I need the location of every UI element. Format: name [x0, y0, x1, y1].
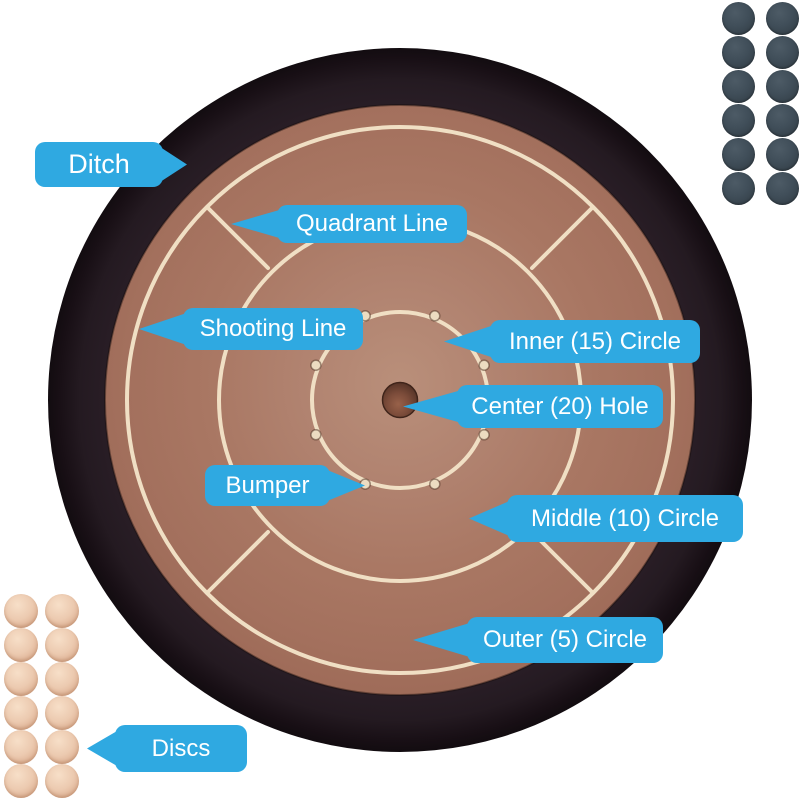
quadrant-lines [206, 206, 594, 594]
disc-dark [766, 104, 799, 137]
disc-dark [766, 2, 799, 35]
bumper-peg [429, 478, 441, 490]
disc-light [4, 628, 38, 662]
disc-light [45, 594, 79, 628]
quadrant-line [206, 206, 270, 270]
callout-ditch: Ditch [35, 142, 187, 187]
quadrant-line [530, 530, 594, 594]
disc-light [4, 696, 38, 730]
callout-quadrant-line: Quadrant Line [231, 205, 467, 243]
disc-light [4, 764, 38, 798]
shooting-line-circle [125, 125, 675, 675]
bumper-peg [359, 478, 371, 490]
disc-light [4, 594, 38, 628]
disc-dark [766, 70, 799, 103]
callout-label: Ditch [68, 149, 130, 179]
disc-dark [722, 172, 755, 205]
disc-dark [722, 36, 755, 69]
callout-bumper: Bumper [205, 465, 365, 506]
callout-inner-circle: Inner (15) Circle [444, 320, 700, 363]
disc-dark [722, 2, 755, 35]
dark-discs-group [722, 2, 799, 205]
disc-dark [766, 172, 799, 205]
callout-label: Inner (15) Circle [508, 327, 682, 355]
callout-label: Quadrant Line [295, 210, 449, 237]
disc-dark [722, 104, 755, 137]
callout-label: Outer (5) Circle [482, 626, 648, 653]
disc-light [4, 730, 38, 764]
disc-light [45, 764, 79, 798]
disc-light [45, 730, 79, 764]
bumper-peg [310, 359, 322, 371]
center-hole [381, 381, 419, 419]
bumper-peg [478, 359, 490, 371]
light-discs-group [4, 594, 79, 798]
callout-label: Bumper [225, 471, 310, 499]
quadrant-line [206, 530, 270, 594]
callout-label: Shooting Line [199, 315, 347, 342]
disc-dark [766, 138, 799, 171]
disc-dark [766, 36, 799, 69]
bumper-peg [478, 429, 490, 441]
callout-outer-circle: Outer (5) Circle [413, 617, 663, 663]
disc-dark [722, 138, 755, 171]
disc-light [45, 628, 79, 662]
callout-label: Middle (10) Circle [530, 504, 720, 532]
callout-shooting-line: Shooting Line [139, 308, 363, 350]
bumper-peg [429, 310, 441, 322]
disc-light [4, 662, 38, 696]
bumper-peg [310, 429, 322, 441]
callout-center-hole: Center (20) Hole [403, 385, 663, 428]
quadrant-line [530, 206, 594, 270]
disc-light [45, 662, 79, 696]
callout-discs: Discs [87, 725, 247, 772]
disc-dark [722, 70, 755, 103]
callout-label: Center (20) Hole [471, 392, 649, 420]
callout-middle-circle: Middle (10) Circle [469, 495, 743, 542]
disc-light [45, 696, 79, 730]
callout-label: Discs [151, 734, 211, 762]
